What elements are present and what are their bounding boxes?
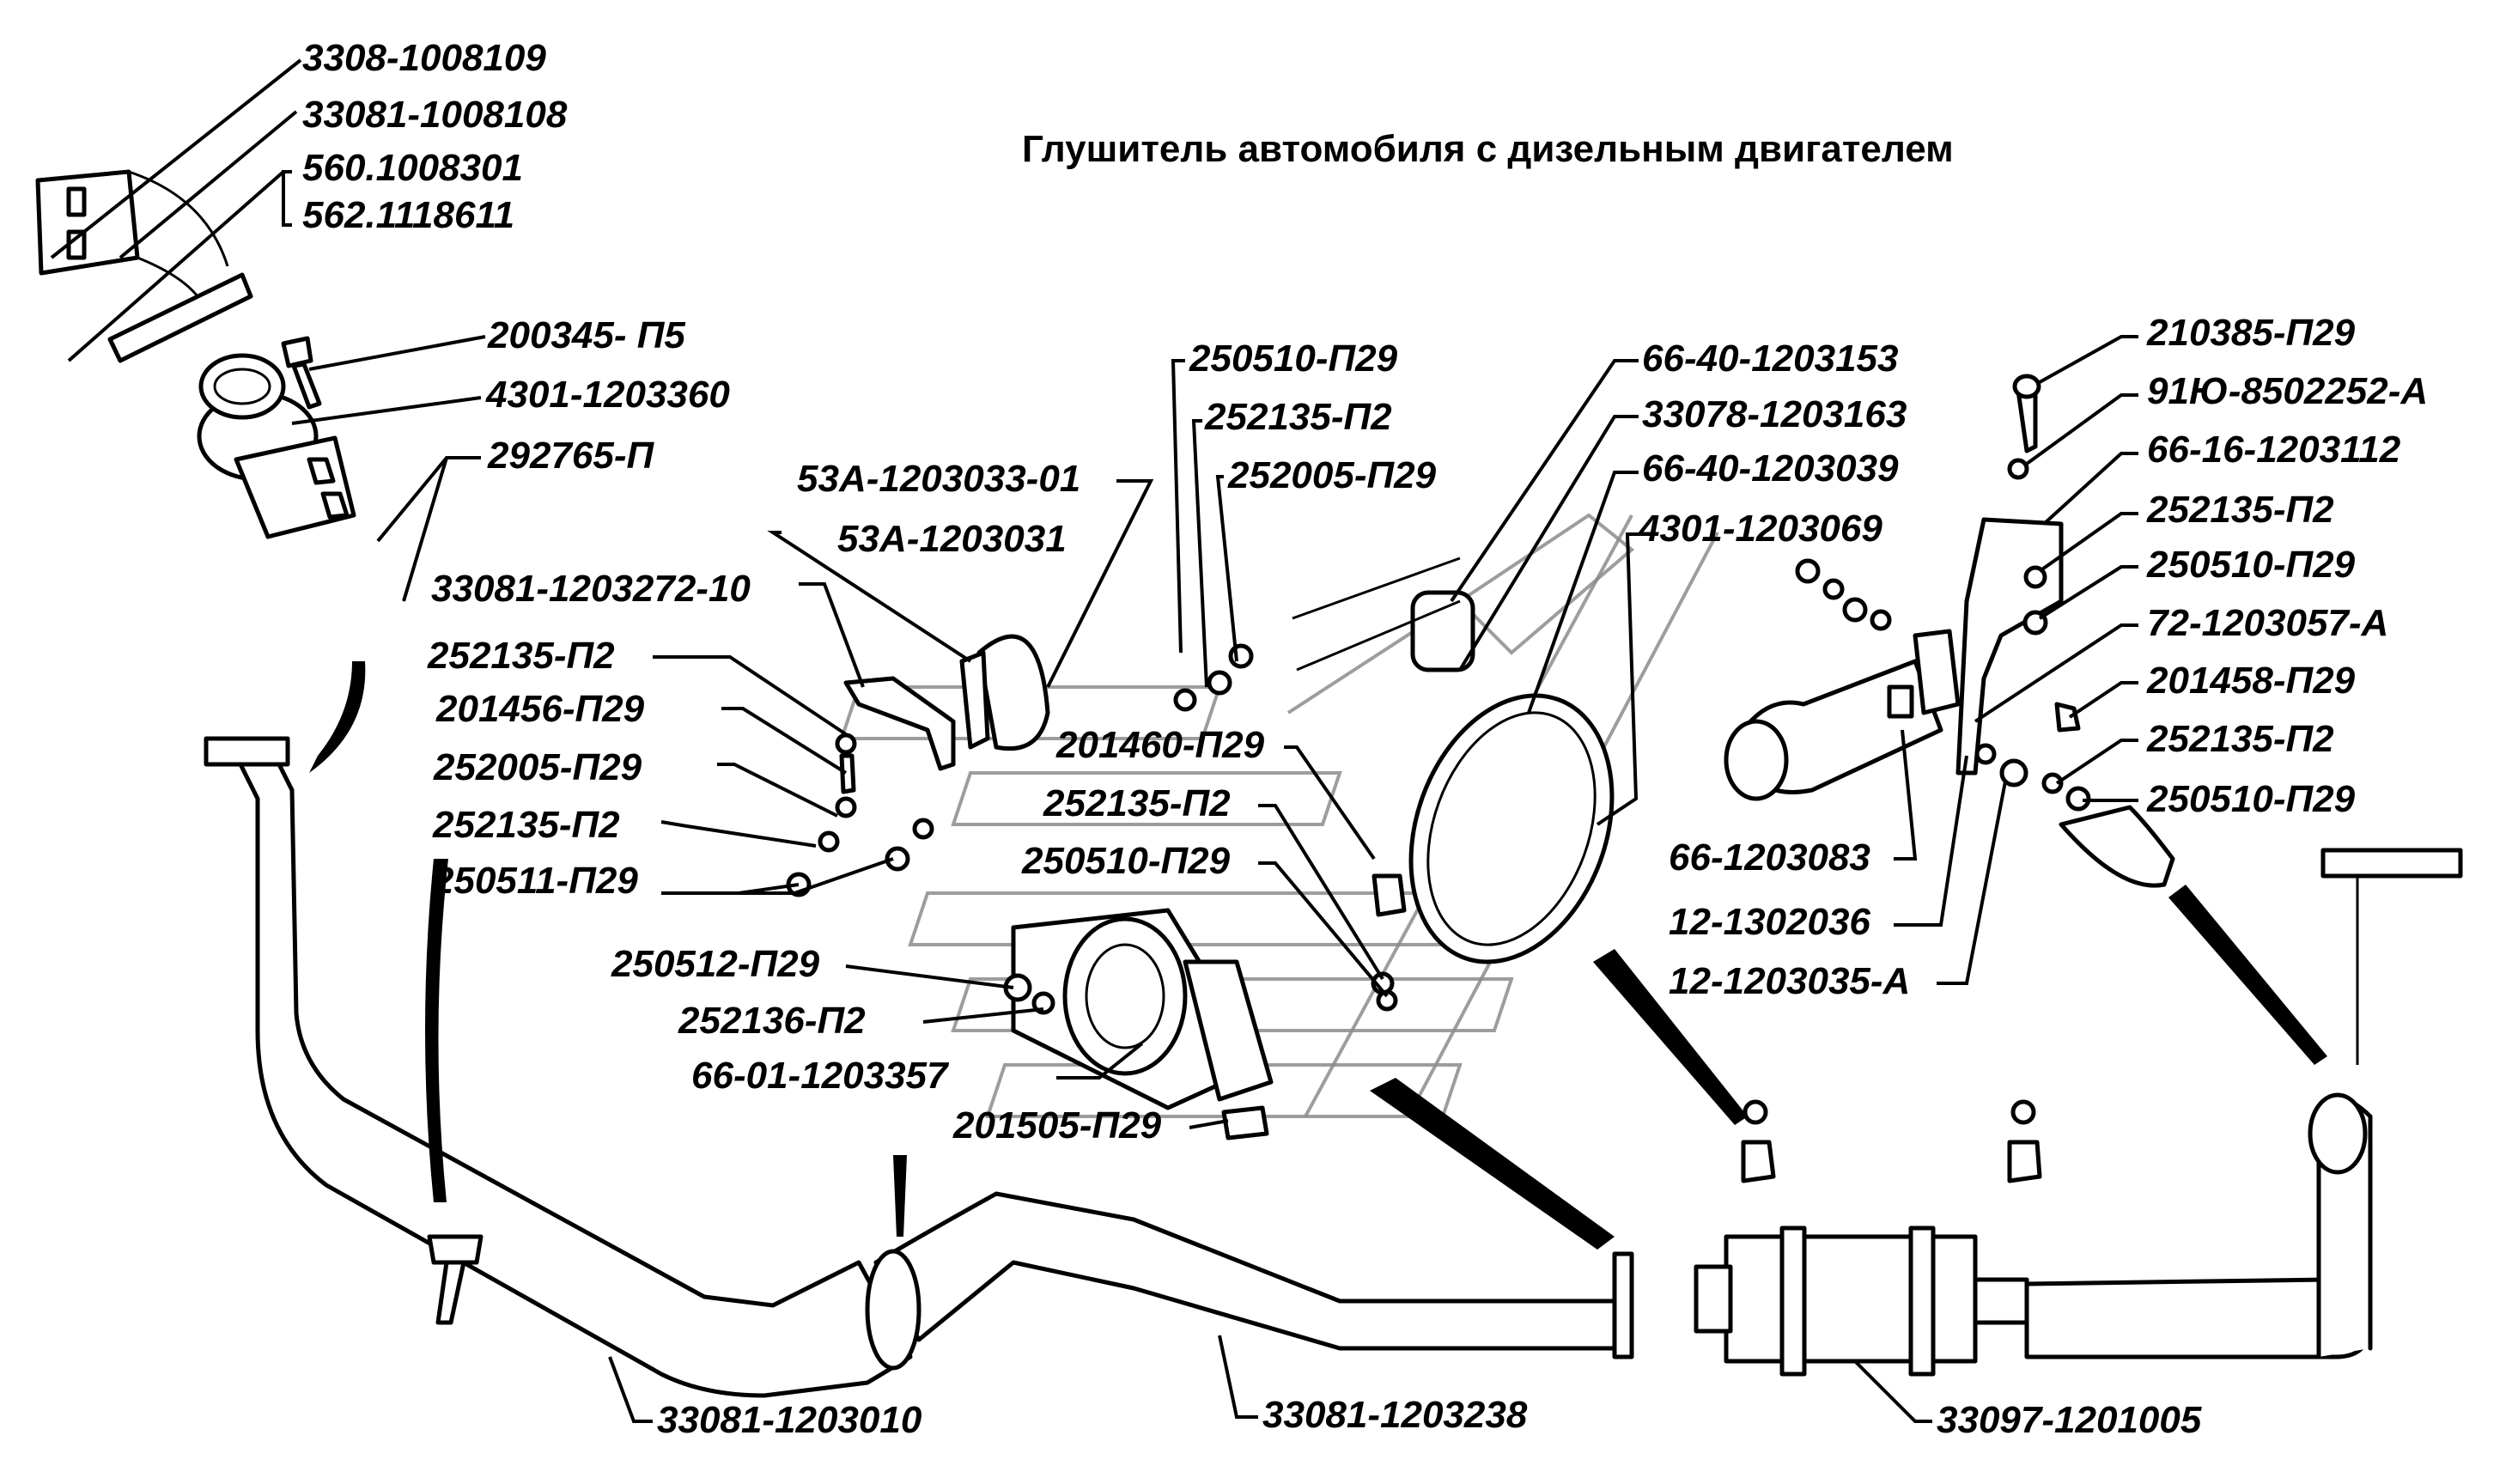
muffler-33097-1201005	[1694, 848, 2463, 1377]
part-label: 250510-П29	[2146, 544, 2356, 586]
part-label: 252135-П2	[2146, 489, 2334, 531]
part-label: 201456-П29	[435, 688, 645, 730]
part-label: 4301-1203069	[1638, 508, 1882, 550]
part-label: 201460-П29	[1055, 724, 1265, 766]
part-label: 66-01-1203357	[691, 1055, 950, 1097]
tailpipe-bracket-assembly	[1724, 374, 2175, 888]
part-label: 252005-П29	[1227, 454, 1437, 496]
part-label: 66-16-1203112	[2147, 429, 2401, 471]
part-label: 252135-П2	[427, 635, 615, 677]
bracket-53A-1203031	[843, 634, 1050, 771]
front-pipe-33081-1203010	[204, 736, 913, 1398]
part-label: 53А-1203031	[837, 518, 1067, 560]
part-label: 250510-П29	[1021, 840, 1231, 882]
intermediate-pipe-33081-1203238	[865, 1191, 1634, 1371]
part-label: 252135-П2	[1204, 396, 1392, 438]
fasteners-left	[786, 733, 934, 897]
part-label: 252135-П2	[432, 804, 620, 846]
exhaust-manifold-fragment	[35, 169, 253, 363]
part-label: 252136-П2	[678, 1000, 866, 1042]
part-label: 91Ю-8502252-А	[2147, 370, 2428, 412]
diagram-title: Глушитель автомобиля с дизельным двигате…	[1022, 128, 1954, 170]
part-label: 210385-П29	[2146, 312, 2356, 354]
leader-lines	[50, 58, 2138, 1423]
clamp-ring-4301-1203069	[1173, 556, 1615, 1012]
part-label: 66-40-1203153	[1642, 338, 1898, 380]
part-label: 33081-1008108	[302, 94, 568, 136]
part-label: 250511-П29	[432, 860, 638, 902]
part-label: 250510-П29	[1189, 338, 1398, 380]
part-label: 53А-1203033-01	[797, 458, 1080, 500]
part-label: 252135-П2	[2146, 718, 2334, 760]
part-label: 33081-1203238	[1262, 1394, 1528, 1436]
part-label: 72-1203057-А	[2147, 602, 2388, 644]
parts-drawing	[35, 169, 2463, 1398]
part-label: 33078-1203163	[1642, 393, 1907, 435]
part-label: 33081-1203272-10	[431, 568, 751, 610]
part-label: 252005-П29	[433, 746, 642, 788]
part-label: 66-40-1203039	[1642, 447, 1899, 490]
part-label: 33081-1203010	[657, 1399, 922, 1441]
flange-joint-66-01-1203357	[1003, 908, 1274, 1140]
part-label: 250510-П29	[2146, 778, 2356, 820]
part-label: 200345- П5	[487, 314, 685, 356]
flange-4301-1203360	[197, 353, 356, 539]
part-label: 250512-П29	[611, 943, 820, 985]
part-label: 66-1203083	[1669, 836, 1870, 879]
part-label: 560.1008301	[302, 147, 523, 189]
part-label: 12-1203035-А	[1669, 960, 1910, 1002]
location-arrows	[309, 661, 2327, 1250]
part-label: 12-1302036	[1669, 901, 1870, 943]
part-labels: 3308-1008109 33081-1008108 560.1008301 5…	[302, 37, 2428, 1441]
part-label: 292765-П	[487, 435, 654, 477]
part-label: 3308-1008109	[302, 37, 546, 79]
part-label: 33097-1201005	[1937, 1399, 2202, 1441]
part-label: 201505-П29	[952, 1104, 1162, 1146]
part-label: 252135-П2	[1043, 782, 1231, 824]
bolt-200345	[281, 336, 322, 410]
part-label: 4301-1203360	[485, 374, 730, 416]
part-label: 201458-П29	[2146, 660, 2356, 702]
part-label: 562.1118611	[302, 194, 514, 236]
